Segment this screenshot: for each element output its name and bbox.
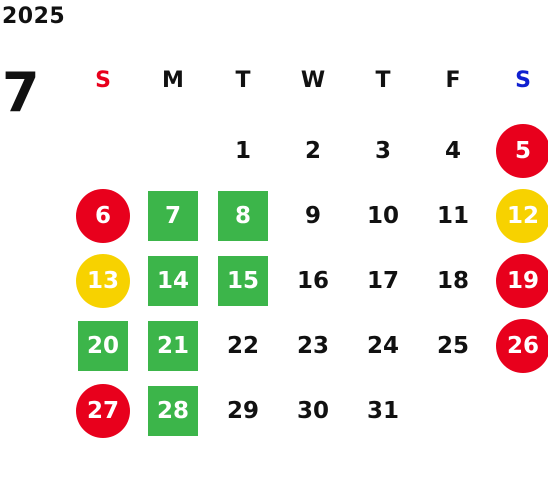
week-row: 13 14 15 16 17 18 19 xyxy=(68,248,548,313)
week-row: 1 2 3 4 5 xyxy=(68,118,548,183)
calendar-cell: 10 xyxy=(348,183,418,248)
day-30[interactable]: 30 xyxy=(296,398,329,424)
week-row: 20 21 22 23 24 25 26 xyxy=(68,313,548,378)
calendar-cell: 27 xyxy=(68,378,138,443)
calendar-cell: 3 xyxy=(348,118,418,183)
calendar-cell xyxy=(418,378,488,443)
day-23[interactable]: 23 xyxy=(296,333,329,359)
day-13[interactable]: 13 xyxy=(76,253,130,308)
calendar-cell: 11 xyxy=(418,183,488,248)
day-29[interactable]: 29 xyxy=(226,398,259,424)
day-15[interactable]: 15 xyxy=(218,255,268,306)
day-10[interactable]: 10 xyxy=(366,203,399,229)
day-20[interactable]: 20 xyxy=(78,320,128,371)
week-row: 27 28 29 30 31 xyxy=(68,378,548,443)
day-3[interactable]: 3 xyxy=(374,138,391,164)
day-8[interactable]: 8 xyxy=(218,190,268,241)
day-18[interactable]: 18 xyxy=(436,268,469,294)
day-27[interactable]: 27 xyxy=(76,383,130,438)
day-6[interactable]: 6 xyxy=(76,188,130,243)
weekday-header-fri: F xyxy=(445,68,461,93)
day-28[interactable]: 28 xyxy=(148,385,198,436)
calendar-cell: 6 xyxy=(68,183,138,248)
day-24[interactable]: 24 xyxy=(366,333,399,359)
day-9[interactable]: 9 xyxy=(304,203,321,229)
calendar-cell: 7 xyxy=(138,183,208,248)
day-16[interactable]: 16 xyxy=(296,268,329,294)
calendar-cell: 13 xyxy=(68,248,138,313)
calendar-cell: 9 xyxy=(278,183,348,248)
calendar-cell xyxy=(488,378,548,443)
weekday-header-mon: M xyxy=(162,68,184,93)
calendar-cell: 29 xyxy=(208,378,278,443)
day-14[interactable]: 14 xyxy=(148,255,198,306)
calendar-cell: 26 xyxy=(488,313,548,378)
calendar-cell: 16 xyxy=(278,248,348,313)
day-1[interactable]: 1 xyxy=(234,138,251,164)
calendar-cell: 15 xyxy=(208,248,278,313)
weekday-header-sat: S xyxy=(515,68,531,93)
day-19[interactable]: 19 xyxy=(496,253,548,308)
calendar-cell: 4 xyxy=(418,118,488,183)
calendar-cell xyxy=(138,118,208,183)
calendar-cell: 12 xyxy=(488,183,548,248)
day-4[interactable]: 4 xyxy=(444,138,461,164)
day-21[interactable]: 21 xyxy=(148,320,198,371)
calendar-cell xyxy=(68,118,138,183)
calendar-cell: 28 xyxy=(138,378,208,443)
day-25[interactable]: 25 xyxy=(436,333,469,359)
year-label: 2025 xyxy=(2,4,66,29)
weekday-header-tue: T xyxy=(235,68,251,93)
day-12[interactable]: 12 xyxy=(496,188,548,243)
day-22[interactable]: 22 xyxy=(226,333,259,359)
calendar-cell: 8 xyxy=(208,183,278,248)
calendar-cell: 25 xyxy=(418,313,488,378)
calendar-cell: 23 xyxy=(278,313,348,378)
calendar-cell: 21 xyxy=(138,313,208,378)
weekday-header-wed: W xyxy=(300,68,326,93)
calendar-cell: 24 xyxy=(348,313,418,378)
day-17[interactable]: 17 xyxy=(366,268,399,294)
weekday-header-thu: T xyxy=(375,68,391,93)
calendar-cell: 22 xyxy=(208,313,278,378)
calendar-cell: 17 xyxy=(348,248,418,313)
day-2[interactable]: 2 xyxy=(304,138,321,164)
calendar-cell: 20 xyxy=(68,313,138,378)
day-26[interactable]: 26 xyxy=(496,318,548,373)
weekday-header-sun: S xyxy=(95,68,111,93)
day-5[interactable]: 5 xyxy=(496,123,548,178)
calendar-cell: 14 xyxy=(138,248,208,313)
calendar-cell: 31 xyxy=(348,378,418,443)
day-31[interactable]: 31 xyxy=(366,398,399,424)
calendar-cell: 30 xyxy=(278,378,348,443)
day-7[interactable]: 7 xyxy=(148,190,198,241)
calendar-cell: 2 xyxy=(278,118,348,183)
calendar-cell: 19 xyxy=(488,248,548,313)
calendar-cell: 5 xyxy=(488,118,548,183)
day-11[interactable]: 11 xyxy=(436,203,469,229)
month-number: 7 xyxy=(2,61,40,124)
calendar-cell: 1 xyxy=(208,118,278,183)
calendar-cell: 18 xyxy=(418,248,488,313)
